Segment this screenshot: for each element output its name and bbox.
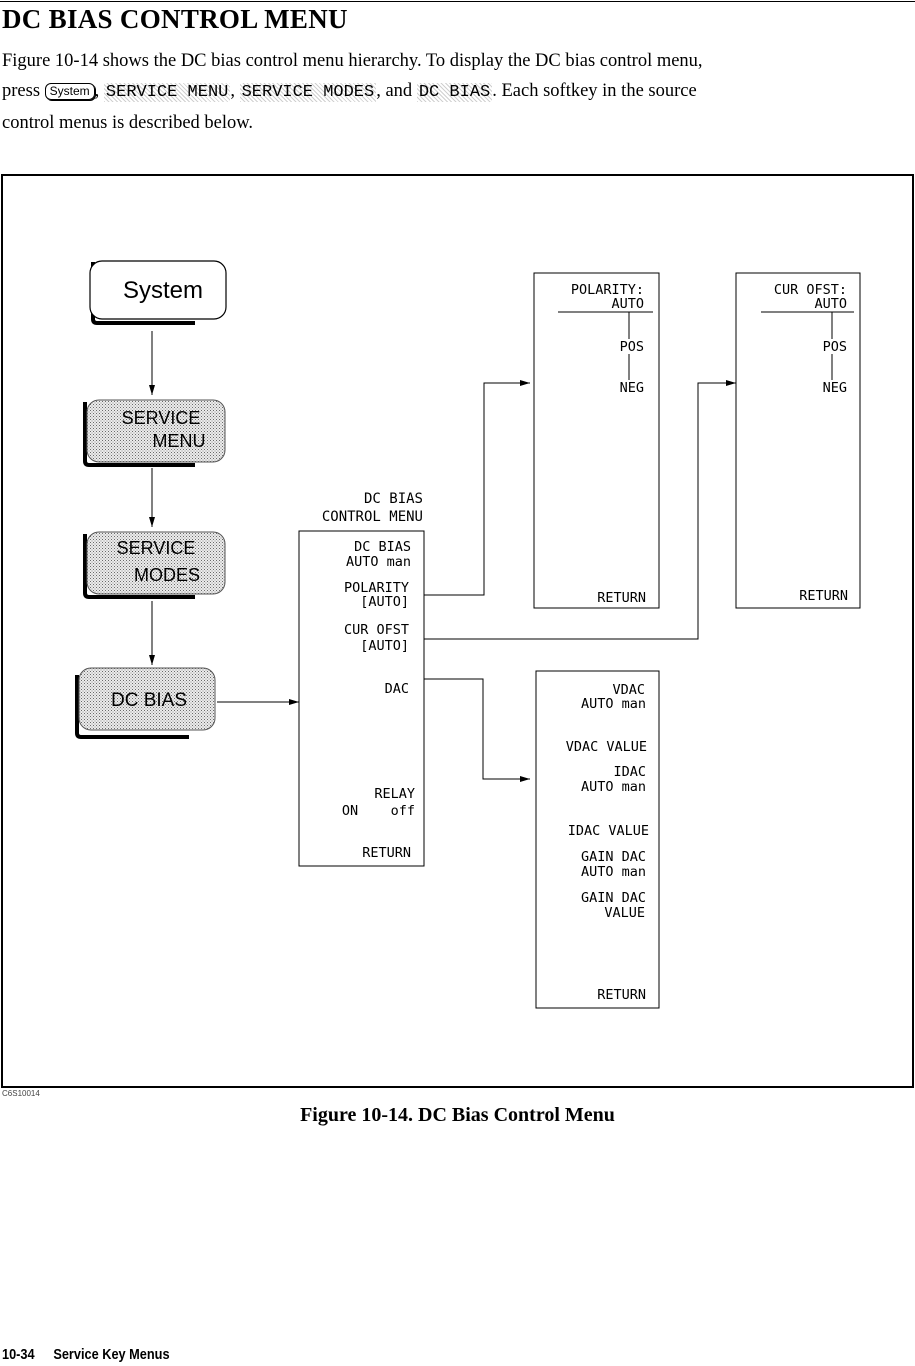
intro-line-2-end: . Each softkey in the source <box>492 81 697 101</box>
dac-item-vdac-mode: AUTO man <box>581 696 646 712</box>
intro-press: press <box>2 81 41 101</box>
connector-polarity <box>424 380 530 596</box>
service-modes-key-line2: MODES <box>134 565 200 585</box>
service-menu-key: SERVICE MENU <box>83 399 226 467</box>
cur-ofst-option-neg[interactable]: NEG <box>823 380 847 396</box>
service-modes-key: SERVICE MODES <box>83 531 226 599</box>
intro-and: , and <box>376 81 413 101</box>
dc-bias-softkey: DC BIAS <box>416 83 493 102</box>
polarity-menu-title: POLARITY: <box>571 282 644 298</box>
connector-cur-ofst <box>424 380 736 640</box>
dc-bias-menu-title-line2: CONTROL MENU <box>322 509 423 525</box>
service-menu-key-line1: SERVICE <box>122 408 201 428</box>
top-rule <box>0 1 915 2</box>
intro-paragraph: Figure 10-14 shows the DC bias control m… <box>2 46 907 138</box>
cur-ofst-return[interactable]: RETURN <box>799 588 848 604</box>
intro-line-2: press System, SERVICE MENU, SERVICE MODE… <box>2 76 907 108</box>
polarity-menu: POLARITY: AUTO POS NEG RETURN <box>533 272 660 609</box>
menu-item-dc-bias-mode: AUTO man <box>346 554 411 570</box>
menu-item-return[interactable]: RETURN <box>362 845 411 861</box>
menu-item-cur-ofst-value: [AUTO] <box>360 638 409 654</box>
dc-bias-menu-items: DC BIAS AUTO man POLARITY [AUTO] CUR OFS… <box>342 539 415 861</box>
polarity-menu-box <box>533 272 660 609</box>
figure-art-code: C6S10014 <box>2 1089 40 1098</box>
polarity-return[interactable]: RETURN <box>597 590 646 606</box>
dac-item-gain-dac-mode: AUTO man <box>581 864 646 880</box>
menu-hierarchy-diagram: System SERVICE MENU SERVICE MODES DC BIA… <box>75 260 861 1009</box>
polarity-menu-current: AUTO <box>611 296 644 312</box>
dac-item-gain-dac-value-2: VALUE <box>604 905 645 921</box>
dac-item-gain-dac[interactable]: GAIN DAC <box>581 849 646 865</box>
intro-line-3: control menus is described below. <box>2 113 254 133</box>
system-key-label: System <box>123 277 203 304</box>
service-menu-softkey: SERVICE MENU <box>103 83 231 102</box>
menu-item-cur-ofst[interactable]: CUR OFST <box>344 622 409 638</box>
polarity-option-pos[interactable]: POS <box>620 339 644 355</box>
menu-item-relay-state: ON off <box>342 803 415 819</box>
connector-dac <box>424 678 530 782</box>
page-title: DC BIAS CONTROL MENU <box>2 4 348 34</box>
dac-item-idac[interactable]: IDAC <box>613 764 646 780</box>
cur-ofst-menu-current: AUTO <box>814 296 847 312</box>
page-number: 10-34 <box>2 1346 35 1363</box>
dac-item-vdac[interactable]: VDAC <box>612 682 645 698</box>
dc-bias-key-label: DC BIAS <box>111 690 187 711</box>
cur-ofst-option-pos[interactable]: POS <box>823 339 847 355</box>
dac-item-return[interactable]: RETURN <box>597 987 646 1003</box>
menu-item-dc-bias[interactable]: DC BIAS <box>354 539 411 555</box>
service-modes-softkey: SERVICE MODES <box>239 83 377 102</box>
dac-item-idac-value[interactable]: IDAC VALUE <box>568 823 649 839</box>
service-menu-key-line2: MENU <box>153 431 206 451</box>
figure-frame: System SERVICE MENU SERVICE MODES DC BIA… <box>1 174 914 1088</box>
dac-menu-box <box>535 670 660 1009</box>
cur-ofst-menu-title: CUR OFST: <box>774 282 847 298</box>
service-modes-key-line1: SERVICE <box>117 538 196 558</box>
menu-item-relay[interactable]: RELAY <box>374 786 415 802</box>
cur-ofst-menu: CUR OFST: AUTO POS NEG RETURN <box>735 272 861 609</box>
polarity-option-neg[interactable]: NEG <box>620 380 644 396</box>
intro-sep-1: , <box>94 81 100 101</box>
page-footer: 10-34 Service Key Menus <box>2 1346 170 1363</box>
dac-item-vdac-value[interactable]: VDAC VALUE <box>566 739 647 755</box>
menu-item-polarity[interactable]: POLARITY <box>344 580 409 596</box>
figure-caption: Figure 10-14. DC Bias Control Menu <box>300 1104 615 1126</box>
system-hardkey: System <box>44 83 95 100</box>
dac-item-idac-mode: AUTO man <box>581 779 646 795</box>
menu-item-polarity-value: [AUTO] <box>360 594 409 610</box>
intro-line-1: Figure 10-14 shows the DC bias control m… <box>2 51 703 71</box>
dc-bias-menu-title-line1: DC BIAS <box>364 491 423 507</box>
dc-bias-key: DC BIAS <box>75 667 216 739</box>
system-key: System <box>89 260 227 325</box>
dc-bias-menu-box <box>298 530 425 867</box>
dac-menu: VDAC AUTO man VDAC VALUE IDAC AUTO man I… <box>535 670 660 1009</box>
section-name: Service Key Menus <box>53 1346 170 1363</box>
menu-item-dac[interactable]: DAC <box>385 681 409 697</box>
dac-item-gain-dac-value-1[interactable]: GAIN DAC <box>581 890 646 906</box>
intro-sep-2: , <box>230 81 235 101</box>
cur-ofst-menu-box <box>735 272 861 609</box>
